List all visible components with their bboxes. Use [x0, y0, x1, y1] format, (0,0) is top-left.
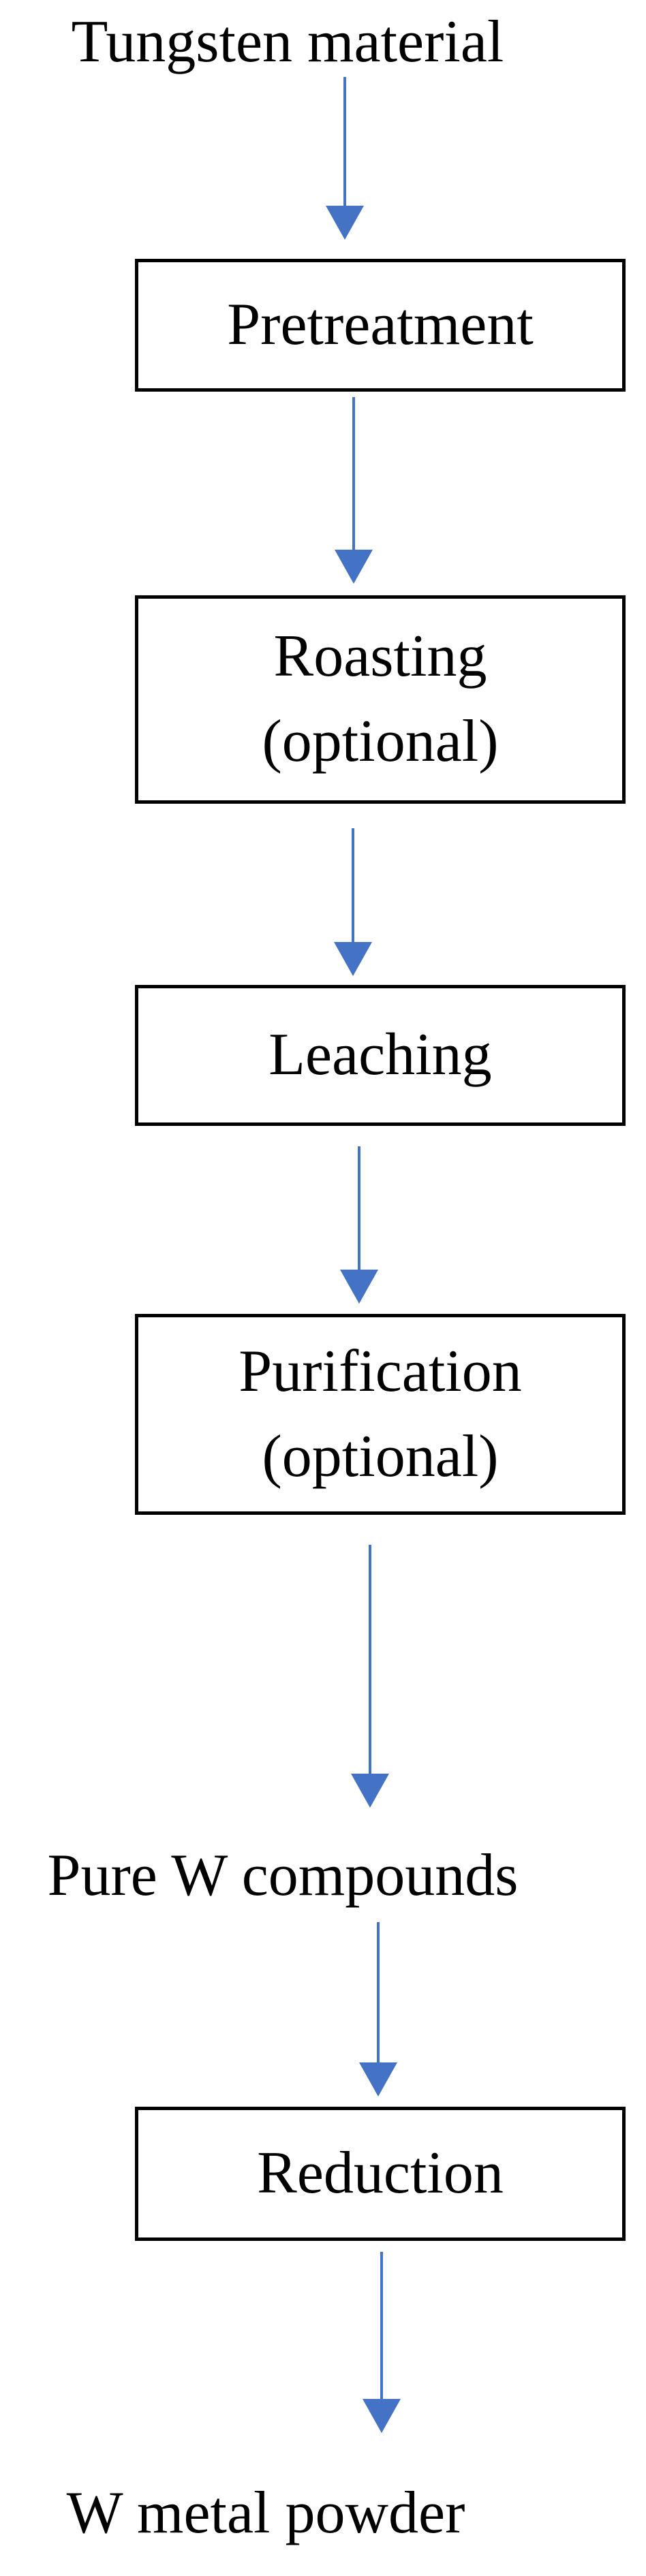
arrowhead-down-icon: [326, 206, 364, 240]
box-pretreatment: Pretreatment: [135, 259, 626, 392]
arrow-shaft: [380, 2252, 383, 2399]
box-reduction: Reduction: [135, 2107, 626, 2241]
arrow-pretreatment-to-roasting: [335, 397, 373, 584]
box-label-line: Roasting: [273, 623, 487, 690]
arrow-roasting-to-leaching: [334, 828, 372, 976]
arrowhead-down-icon: [335, 550, 373, 584]
arrow-shaft: [352, 828, 354, 942]
arrow-start-to-pretreatment: [326, 77, 364, 240]
box-label: Pretreatment: [227, 292, 534, 358]
box-label: Reduction: [257, 2140, 504, 2207]
box-roasting: Roasting (optional): [135, 595, 626, 804]
box-leaching: Leaching: [135, 985, 626, 1126]
arrowhead-down-icon: [351, 1774, 389, 1808]
arrow-pure-w-compounds-to-reduction: [359, 1922, 397, 2096]
arrow-shaft: [358, 1146, 360, 1270]
arrowhead-down-icon: [363, 2399, 401, 2433]
end-label: W metal powder: [66, 2480, 465, 2546]
arrow-shaft: [377, 1922, 380, 2062]
arrow-purification-to-pure-w-compounds: [351, 1545, 389, 1808]
arrow-shaft: [352, 397, 355, 550]
box-purification: Purification (optional): [135, 1314, 626, 1515]
arrow-leaching-to-purification: [340, 1146, 378, 1304]
box-label: Leaching: [268, 1022, 492, 1088]
arrowhead-down-icon: [359, 2062, 397, 2096]
arrow-shaft: [369, 1545, 371, 1774]
arrowhead-down-icon: [340, 1270, 378, 1304]
box-label-line: (optional): [262, 1423, 499, 1490]
box-label-line: (optional): [262, 708, 499, 774]
arrow-reduction-to-w-metal-powder: [363, 2252, 401, 2433]
arrow-shaft: [343, 77, 346, 206]
intermediate-label: Pure W compounds: [47, 1842, 519, 1909]
arrowhead-down-icon: [334, 942, 372, 976]
start-label: Tungsten material: [71, 9, 504, 75]
box-label-line: Purification: [239, 1338, 522, 1404]
